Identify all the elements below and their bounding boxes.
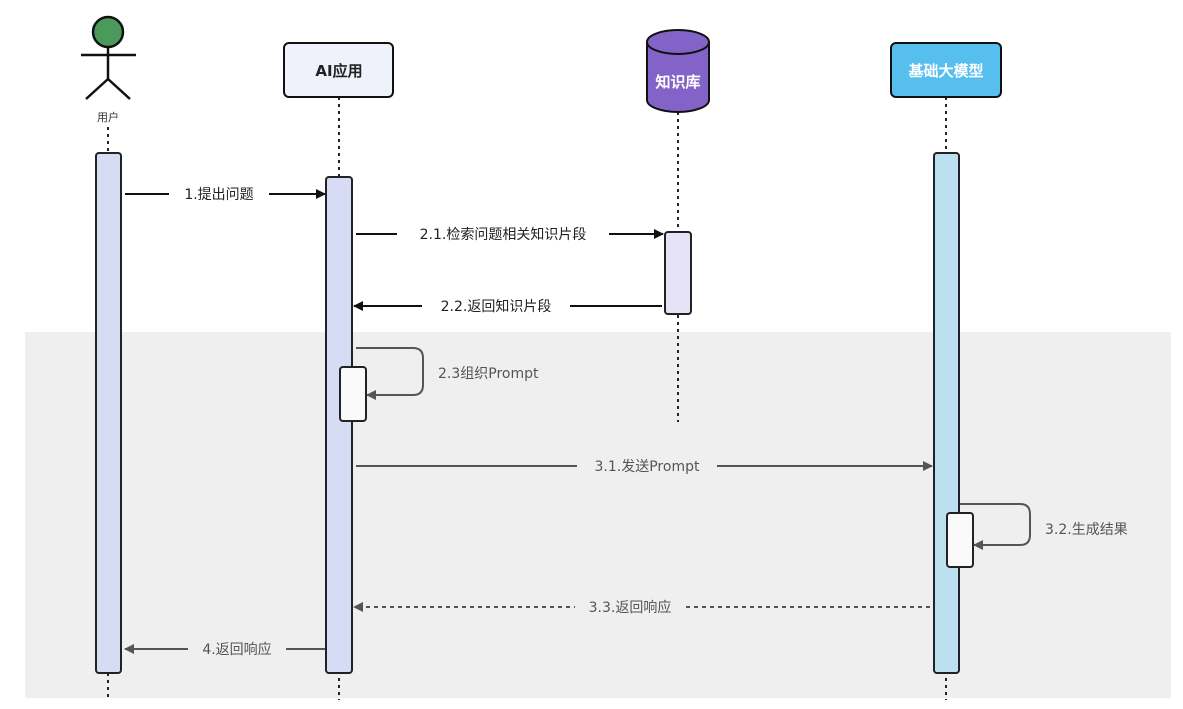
- activation-ai-app: [325, 176, 353, 674]
- actor-head-icon: [91, 15, 125, 49]
- activation-user: [95, 152, 122, 674]
- participant-llm-label: 基础大模型: [907, 62, 983, 80]
- message-2-2-label: 2.2.返回知识片段: [441, 298, 552, 315]
- message-1-label: 1.提出问题: [184, 187, 253, 203]
- activation-ai-self: [339, 366, 367, 422]
- message-3-2-arrow: [960, 503, 1031, 550]
- participant-ai-app-label: AI应用: [315, 62, 362, 80]
- activation-kb: [664, 231, 692, 315]
- activation-llm: [933, 152, 960, 674]
- message-3-3-label: 3.3.返回响应: [589, 599, 672, 616]
- message-4-label: 4.返回响应: [202, 641, 271, 658]
- database-icon: [646, 29, 710, 55]
- participant-kb-label: 知识库: [655, 73, 700, 91]
- message-2-3-label: 2.3组织Prompt: [438, 366, 539, 382]
- message-3-2-label: 3.2.生成结果: [1045, 522, 1128, 538]
- activation-llm-self: [946, 512, 974, 568]
- message-2-3-arrow: [356, 347, 424, 400]
- participant-ai-app[interactable]: [283, 42, 394, 98]
- participant-kb[interactable]: [646, 29, 710, 113]
- actor-user[interactable]: [81, 15, 136, 100]
- actor-user-label: 用户: [97, 110, 119, 124]
- participant-llm[interactable]: [890, 42, 1002, 98]
- highlight-region: [25, 332, 1171, 698]
- message-2-1-label: 2.1.检索问题相关知识片段: [420, 226, 587, 243]
- message-3-1-label: 3.1.发送Prompt: [595, 459, 700, 475]
